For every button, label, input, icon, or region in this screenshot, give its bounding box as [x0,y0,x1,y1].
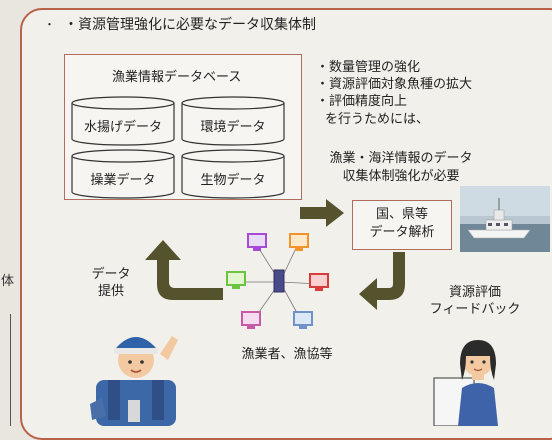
db-item-landing: 水揚げデータ [83,120,162,135]
db-item-operation: 操業データ [90,173,156,188]
provide-line-1: データ [91,267,131,282]
fisherman-illustration [90,336,178,426]
fishers-label: 漁業者、漁協等 [241,347,333,362]
analyst-illustration [433,340,498,426]
goal-suffix: を行うためには、 [325,112,430,127]
arrow-feedback [359,252,405,310]
need-line-2: 収集体制強化が必要 [342,169,460,184]
arrow-data-provide [145,240,223,300]
feedback-line-1: 資源評価 [448,285,501,300]
analysis-line-1: 国、県等 [375,207,428,222]
computer-network-icon [226,233,329,329]
diagram-title: ・資源管理強化に必要なデータ収集体制 [64,17,316,33]
goal-quota-management: ・数量管理の強化 [316,60,421,75]
research-vessel-photo [460,186,550,252]
frame-corner-dot: ・ [44,18,55,31]
left-edge-char: 体 [1,274,15,289]
cylinder-environment-data [181,96,285,146]
analysis-line-2: データ解析 [369,225,435,240]
cylinder-operation-data [71,149,175,199]
db-item-environment: 環境データ [200,120,266,135]
database-title: 漁業情報データベース [112,70,242,85]
need-line-1: 漁業・海洋情報のデータ [329,151,473,166]
feedback-line-2: フィードバック [429,302,521,317]
cylinder-biology-data [181,149,285,199]
cylinder-landing-data [71,96,175,146]
db-item-biology: 生物データ [200,173,266,188]
analysis-box [352,200,452,250]
left-edge-rule [10,314,11,426]
goal-accuracy: ・評価精度向上 [316,94,408,109]
arrow-to-analysis [300,199,344,227]
provide-line-2: 提供 [97,284,124,299]
goal-expand-species: ・資源評価対象魚種の拡大 [316,77,473,92]
